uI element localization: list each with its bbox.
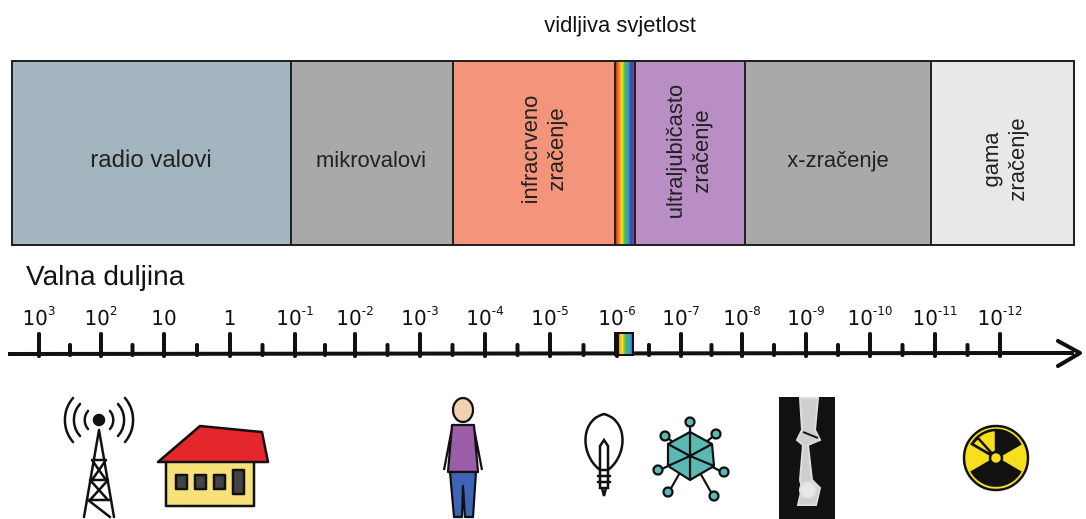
tick-base: 10: [847, 306, 873, 330]
virus-icon: [652, 416, 730, 502]
tick-base: 10: [787, 306, 813, 330]
tick-label: 10-2: [336, 304, 374, 330]
tick-exponent: -11: [937, 304, 958, 319]
tick-label: 1: [224, 306, 237, 330]
tick-exponent: 3: [47, 304, 56, 319]
tick-label: 10-1: [276, 304, 314, 330]
axis-arrowhead: [1056, 339, 1082, 368]
band-label-microwaves: mikrovalovi: [315, 147, 427, 172]
tick-base: 10: [22, 306, 48, 330]
tick-exponent: -10: [872, 304, 893, 319]
band-label-infrared: infracrveno zračenje: [517, 95, 568, 205]
tick-exponent: -2: [361, 304, 374, 319]
tick-base: 10: [912, 306, 938, 330]
tick-exponent: 2: [109, 304, 118, 319]
radiation-symbol-icon: [962, 424, 1030, 492]
band-radio-waves: [11, 60, 292, 246]
band-label-ultraviolet: ultraljubičasto zračenje: [662, 84, 713, 220]
band-label-gamma: gama zračenje: [978, 118, 1029, 202]
band-infrared: [454, 60, 616, 246]
tick-base: 10: [276, 306, 302, 330]
band-gamma: [932, 60, 1075, 246]
tick-base: 10: [598, 306, 624, 330]
tick-base: 10: [151, 306, 177, 330]
tick-label: 10-11: [912, 304, 958, 330]
tick-exponent: -9: [812, 304, 825, 319]
house-icon: [156, 424, 270, 508]
tick-label: 10-5: [531, 304, 569, 330]
band-label-xray: x-zračenje: [787, 147, 889, 172]
band-label-radio: radio valovi: [90, 146, 212, 173]
tick-label: 10: [151, 306, 176, 330]
tick-label: 10-8: [723, 304, 761, 330]
tick-base: 1: [223, 306, 237, 330]
tick-label: 10-12: [977, 304, 1023, 330]
tick-label: 10-10: [847, 304, 893, 330]
tick-exponent: -8: [748, 304, 761, 319]
tick-exponent: -5: [556, 304, 569, 319]
tick-label: 10-4: [466, 304, 504, 330]
tick-base: 10: [662, 306, 688, 330]
band-visible-light: [616, 60, 636, 246]
tick-label: 10-7: [662, 304, 700, 330]
axis-line: [7, 351, 1075, 356]
visible-light-label: vidljiva svjetlost: [544, 12, 696, 37]
tick-exponent: -7: [687, 304, 700, 319]
tick-base: 10: [723, 306, 749, 330]
band-ultraviolet: [636, 60, 746, 246]
tick-base: 10: [466, 306, 492, 330]
tick-label: 102: [84, 304, 118, 330]
tick-exponent: -12: [1002, 304, 1023, 319]
tick-exponent: -3: [426, 304, 439, 319]
tick-label: 10-3: [401, 304, 439, 330]
tick-label: 10-9: [787, 304, 825, 330]
xray-bone-icon: [779, 397, 835, 519]
tick-base: 10: [531, 306, 557, 330]
band-xray: [746, 60, 932, 246]
tick-base: 10: [336, 306, 362, 330]
tick-exponent: -4: [491, 304, 504, 319]
tick-label: 103: [22, 304, 56, 330]
tick-base: 10: [84, 306, 110, 330]
radio-tower-icon: [63, 396, 135, 519]
tick-exponent: -1: [301, 304, 314, 319]
tick-label: 10-6: [598, 304, 636, 330]
band-microwaves: [292, 60, 454, 246]
tick-base: 10: [401, 306, 427, 330]
visible-light-marker: [614, 332, 634, 356]
tick-base: 10: [977, 306, 1003, 330]
tick-exponent: -6: [623, 304, 636, 319]
person-icon: [442, 396, 484, 519]
axis-title: Valna duljina: [26, 260, 185, 291]
light-bulb-icon: [584, 412, 624, 497]
